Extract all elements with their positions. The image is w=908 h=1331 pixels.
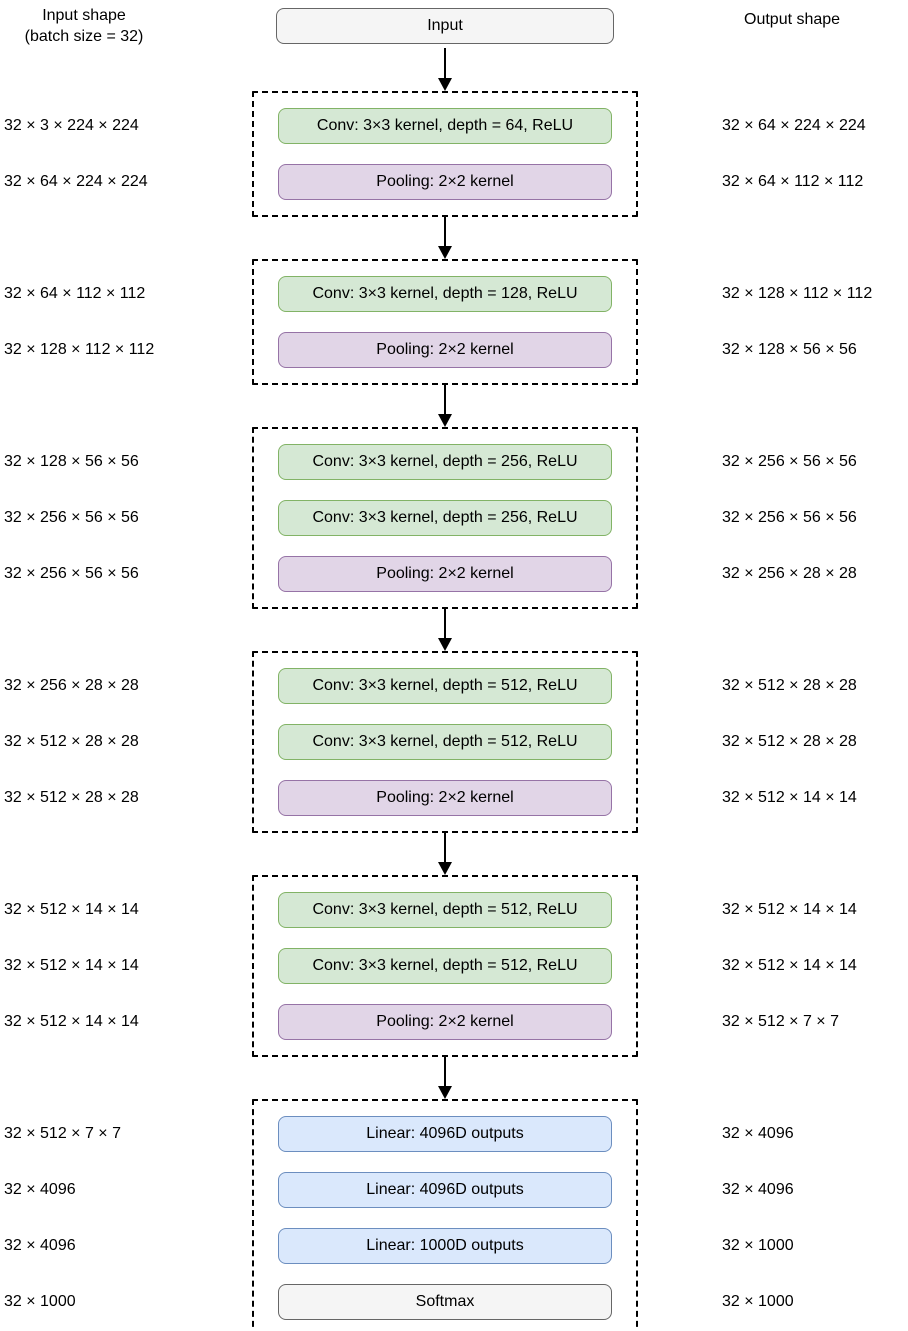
pooling-layer-label: Pooling: 2×2 kernel: [376, 788, 514, 806]
block-4-border: Conv: 3×3 kernel, depth = 512, ReLU Conv…: [252, 650, 638, 833]
classifier-block: 32 × 512 × 7 × 7 32 × 4096 32 × 4096 32 …: [0, 1098, 908, 1331]
input-shape-heading-line1: Input shape: [42, 7, 126, 24]
conv-layer-label: Conv: 3×3 kernel, depth = 256, ReLU: [312, 452, 578, 470]
pooling-layer-node: Pooling: 2×2 kernel: [278, 331, 612, 368]
down-arrow-icon: [438, 216, 452, 259]
flow-arrow-6: [252, 1056, 638, 1099]
output-shape-label: 32 × 128 × 112 × 112: [722, 284, 873, 302]
input-shape-heading: Input shape (batch size = 32): [4, 6, 164, 48]
input-shape-label: 32 × 4096: [4, 1236, 76, 1254]
conv-layer-node: Conv: 3×3 kernel, depth = 64, ReLU: [278, 107, 612, 144]
linear-layer-label: Linear: 4096D outputs: [366, 1180, 524, 1198]
pooling-layer-label: Pooling: 2×2 kernel: [376, 1012, 514, 1030]
pooling-layer-node: Pooling: 2×2 kernel: [278, 1003, 612, 1040]
flow-arrow-5: [252, 832, 638, 875]
input-node-label: Input: [427, 17, 463, 34]
conv-layer-node: Conv: 3×3 kernel, depth = 256, ReLU: [278, 443, 612, 480]
pooling-layer-label: Pooling: 2×2 kernel: [376, 564, 514, 582]
conv-layer-node: Conv: 3×3 kernel, depth = 512, ReLU: [278, 891, 612, 928]
input-shape-label: 32 × 512 × 14 × 14: [4, 1012, 139, 1030]
pooling-layer-node: Pooling: 2×2 kernel: [278, 779, 612, 816]
conv-block-3: 32 × 128 × 56 × 56 32 × 256 × 56 × 56 32…: [0, 426, 908, 609]
conv-block-2: 32 × 64 × 112 × 112 32 × 128 × 112 × 112…: [0, 258, 908, 385]
input-shape-label: 32 × 3 × 224 × 224: [4, 116, 139, 134]
output-shape-label: 32 × 256 × 56 × 56: [722, 452, 857, 470]
output-shape-label: 32 × 512 × 7 × 7: [722, 1012, 839, 1030]
flow-arrow-4: [252, 608, 638, 651]
output-shape-label: 32 × 512 × 14 × 14: [722, 900, 857, 918]
input-shape-label: 32 × 4096: [4, 1180, 76, 1198]
softmax-node: Softmax: [278, 1283, 612, 1320]
pooling-layer-node: Pooling: 2×2 kernel: [278, 163, 612, 200]
input-shape-label: 32 × 128 × 112 × 112: [4, 340, 155, 358]
output-shape-label: 32 × 512 × 28 × 28: [722, 676, 857, 694]
input-shape-label: 32 × 512 × 14 × 14: [4, 900, 139, 918]
down-arrow-icon: [438, 608, 452, 651]
input-shape-label: 32 × 512 × 14 × 14: [4, 956, 139, 974]
input-shape-label: 32 × 256 × 28 × 28: [4, 676, 139, 694]
input-node: Input: [276, 8, 614, 44]
output-shape-label: 32 × 1000: [722, 1292, 794, 1310]
down-arrow-icon: [438, 47, 452, 91]
header-row: Input shape (batch size = 32) Input Outp…: [0, 0, 908, 48]
flow-arrow-2: [252, 216, 638, 259]
softmax-label: Softmax: [415, 1292, 475, 1310]
input-shape-label: 32 × 128 × 56 × 56: [4, 452, 139, 470]
output-shape-label: 32 × 4096: [722, 1180, 794, 1198]
input-shape-heading-line2: (batch size = 32): [24, 27, 144, 45]
output-shape-label: 32 × 256 × 56 × 56: [722, 508, 857, 526]
output-shape-label: 32 × 512 × 14 × 14: [722, 788, 857, 806]
input-shape-label: 32 × 64 × 224 × 224: [4, 172, 148, 190]
conv-block-4: 32 × 256 × 28 × 28 32 × 512 × 28 × 28 32…: [0, 650, 908, 833]
conv-layer-label: Conv: 3×3 kernel, depth = 512, ReLU: [312, 676, 578, 694]
output-shape-label: 32 × 512 × 14 × 14: [722, 956, 857, 974]
input-shape-label: 32 × 256 × 56 × 56: [4, 508, 139, 526]
conv-layer-node: Conv: 3×3 kernel, depth = 256, ReLU: [278, 499, 612, 536]
output-shape-label: 32 × 128 × 56 × 56: [722, 340, 857, 358]
down-arrow-icon: [438, 1056, 452, 1099]
conv-block-5: 32 × 512 × 14 × 14 32 × 512 × 14 × 14 32…: [0, 874, 908, 1057]
conv-layer-label: Conv: 3×3 kernel, depth = 64, ReLU: [316, 116, 574, 134]
linear-layer-label: Linear: 1000D outputs: [366, 1236, 524, 1254]
input-shape-label: 32 × 1000: [4, 1292, 76, 1310]
flow-arrow-3: [252, 384, 638, 427]
pooling-layer-node: Pooling: 2×2 kernel: [278, 555, 612, 592]
linear-layer-label: Linear: 4096D outputs: [366, 1124, 524, 1142]
block-2-border: Conv: 3×3 kernel, depth = 128, ReLU Pool…: [252, 258, 638, 385]
input-shape-label: 32 × 512 × 28 × 28: [4, 732, 139, 750]
conv-layer-node: Conv: 3×3 kernel, depth = 512, ReLU: [278, 723, 612, 760]
conv-layer-label: Conv: 3×3 kernel, depth = 512, ReLU: [312, 732, 578, 750]
pooling-layer-label: Pooling: 2×2 kernel: [376, 172, 514, 190]
classifier-block-border: Linear: 4096D outputs Linear: 4096D outp…: [252, 1098, 638, 1331]
output-shape-label: 32 × 256 × 28 × 28: [722, 564, 857, 582]
output-shape-label: 32 × 1000: [722, 1236, 794, 1254]
conv-layer-node: Conv: 3×3 kernel, depth = 512, ReLU: [278, 667, 612, 704]
down-arrow-icon: [438, 832, 452, 875]
down-arrow-icon: [438, 384, 452, 427]
conv-layer-label: Conv: 3×3 kernel, depth = 256, ReLU: [312, 508, 578, 526]
conv-layer-node: Conv: 3×3 kernel, depth = 512, ReLU: [278, 947, 612, 984]
input-shape-label: 32 × 512 × 28 × 28: [4, 788, 139, 806]
input-shape-label: 32 × 256 × 56 × 56: [4, 564, 139, 582]
output-shape-label: 32 × 512 × 28 × 28: [722, 732, 857, 750]
output-shape-label: 32 × 64 × 224 × 224: [722, 116, 866, 134]
conv-layer-label: Conv: 3×3 kernel, depth = 128, ReLU: [312, 284, 578, 302]
conv-layer-label: Conv: 3×3 kernel, depth = 512, ReLU: [312, 900, 578, 918]
input-shape-label: 32 × 512 × 7 × 7: [4, 1124, 121, 1142]
output-shape-heading: Output shape: [744, 11, 841, 28]
linear-layer-node: Linear: 4096D outputs: [278, 1171, 612, 1208]
linear-layer-node: Linear: 4096D outputs: [278, 1115, 612, 1152]
conv-block-1: 32 × 3 × 224 × 224 32 × 64 × 224 × 224 C…: [0, 90, 908, 217]
block-1-border: Conv: 3×3 kernel, depth = 64, ReLU Pooli…: [252, 90, 638, 217]
linear-layer-node: Linear: 1000D outputs: [278, 1227, 612, 1264]
block-3-border: Conv: 3×3 kernel, depth = 256, ReLU Conv…: [252, 426, 638, 609]
output-shape-label: 32 × 4096: [722, 1124, 794, 1142]
flow-arrow-1: [252, 47, 638, 91]
conv-layer-node: Conv: 3×3 kernel, depth = 128, ReLU: [278, 275, 612, 312]
pooling-layer-label: Pooling: 2×2 kernel: [376, 340, 514, 358]
input-shape-label: 32 × 64 × 112 × 112: [4, 284, 146, 302]
output-shape-label: 32 × 64 × 112 × 112: [722, 172, 864, 190]
block-5-border: Conv: 3×3 kernel, depth = 512, ReLU Conv…: [252, 874, 638, 1057]
conv-layer-label: Conv: 3×3 kernel, depth = 512, ReLU: [312, 956, 578, 974]
